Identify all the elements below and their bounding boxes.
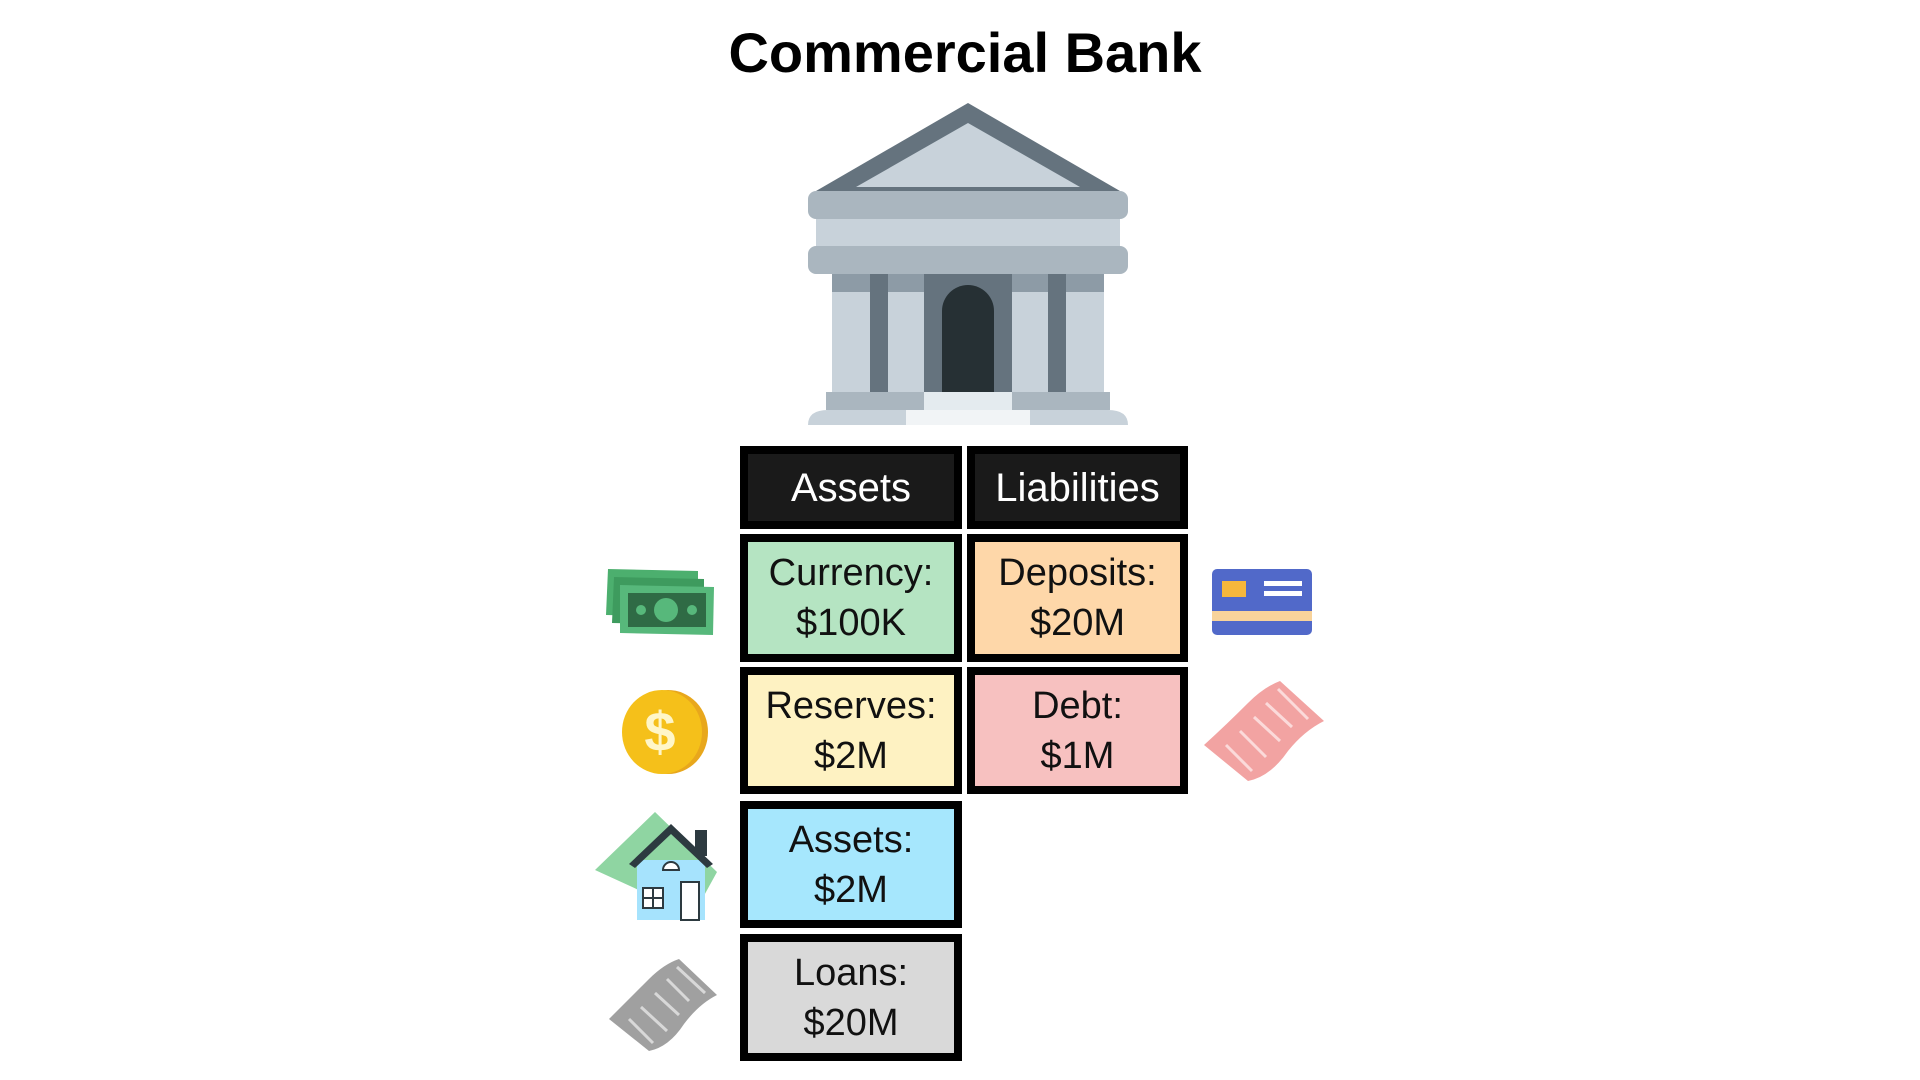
cell-value: $20M [1029,602,1126,644]
debt-document-icon [1204,681,1324,781]
cell-value: $100K [796,602,906,644]
assets-header: Assets [740,446,962,529]
cell-label: Debt: [1032,684,1123,727]
asset-currency-cell: Currency: $100K [740,534,962,662]
coin-icon: $ [622,690,708,774]
cell-value: $20M [803,1001,899,1044]
assets-header-label: Assets [790,465,912,510]
svg-text:$: $ [644,700,675,763]
cell-label: Loans: [793,951,909,994]
cash-icon [606,569,714,635]
liabilities-header: Liabilities [967,446,1188,529]
cell-label: Assets: [788,818,914,861]
loan-document-icon [609,959,717,1051]
house-icon [595,812,717,921]
cell-value: $1M [1040,734,1115,777]
credit-card-icon [1212,569,1312,635]
asset-assets-cell: Assets: $2M [740,801,962,928]
liabilities-header-label: Liabilities [995,465,1160,510]
asset-loans-cell: Loans: $20M [740,934,962,1061]
liability-deposits-cell: Deposits: $20M [967,534,1188,662]
cell-value: $2M [814,734,888,777]
diagram-title: Commercial Bank [728,21,1202,84]
liability-debt-cell: Debt: $1M [967,667,1188,794]
bank-building-icon [808,103,1128,425]
cell-label: Currency: [768,552,934,594]
cell-value: $2M [814,868,888,911]
cell-label: Deposits: [998,552,1157,594]
cell-label: Reserves: [765,684,937,727]
asset-reserves-cell: Reserves: $2M [740,667,962,794]
